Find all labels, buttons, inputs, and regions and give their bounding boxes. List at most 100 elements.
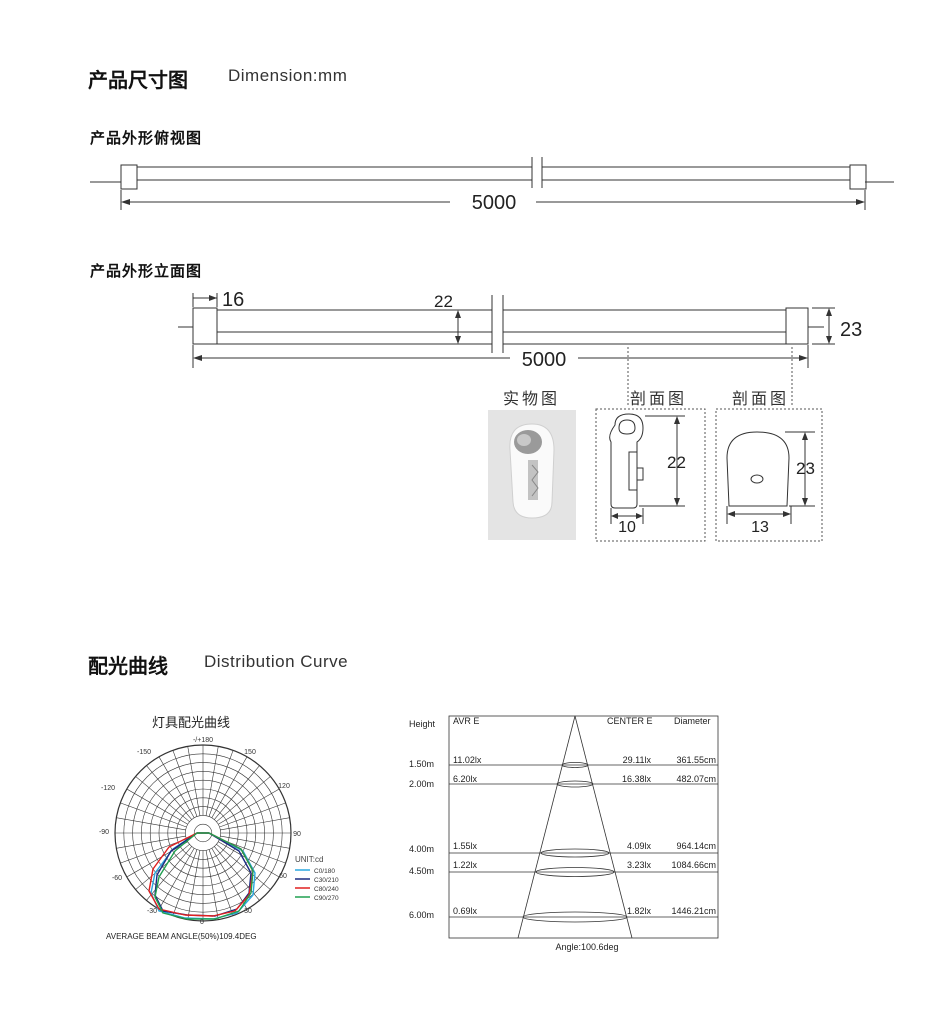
polar-grid-spoke: [126, 841, 188, 878]
polar-grid-spoke: [205, 746, 219, 816]
cone-row-center: 1.82lx: [627, 906, 652, 916]
cone-row-height: 2.00m: [409, 779, 434, 789]
polar-legend-label: C0/180: [314, 868, 335, 875]
polar-angle-180: -/+180: [193, 737, 213, 744]
polar-unit-label: UNIT:cd: [295, 855, 323, 864]
polar-grid-spoke: [220, 835, 290, 849]
cone-table-frame: [448, 715, 719, 939]
section-a-title: 剖面图: [630, 389, 688, 408]
top-length-label: 5000: [472, 192, 517, 214]
polar-grid-spoke: [135, 776, 190, 822]
polar-legend-label: C90/270: [314, 895, 339, 902]
polar-grid-spoke: [135, 844, 190, 890]
polar-angle-30: 30: [244, 908, 252, 915]
polar-grid-spoke: [219, 802, 286, 828]
front-end-label: 16: [222, 289, 244, 311]
polar-angle-0: 0: [200, 919, 204, 926]
polar-grid-spoke: [214, 846, 260, 901]
dimension-title-en: Dimension:mm: [228, 66, 348, 85]
polar-grid-spoke: [211, 756, 248, 818]
distribution-title-en: Distribution Curve: [204, 652, 349, 671]
polar-angle-120: 120: [278, 783, 290, 790]
front-tube-height-label: 22: [434, 292, 453, 311]
polar-curves: [148, 832, 256, 920]
polar-grid-spoke: [172, 750, 198, 817]
polar-grid-spoke: [126, 788, 188, 825]
polar-angle-90: 90: [293, 831, 301, 838]
polar-grid-spoke: [208, 750, 234, 817]
polar-title: 灯具配光曲线: [152, 716, 231, 731]
section-b-outline: [726, 431, 790, 507]
profile-photo-image: [509, 423, 555, 519]
polar-grid-spoke: [146, 846, 192, 901]
cone-row-diameter: 361.55cm: [676, 755, 716, 765]
front-cap-left: [192, 307, 218, 345]
front-view-title: 产品外形立面图: [90, 262, 203, 280]
cone-row-diameter: 964.14cm: [676, 841, 716, 851]
polar-angle-m150: -150: [137, 749, 151, 756]
polar-beam-angle-text: AVERAGE BEAM ANGLE(50%)109.4DEG: [106, 932, 257, 941]
section-a-drawing: 22 10: [595, 408, 706, 542]
polar-grid-spoke: [120, 802, 187, 828]
polar-angle-m120: -120: [101, 785, 115, 792]
polar-grid-spoke: [116, 817, 186, 831]
section-b-drawing: 23 13: [715, 408, 823, 542]
polar-grid-spoke: [214, 765, 260, 820]
polar-grid-spoke: [205, 850, 219, 920]
cone-row-avr: 1.55lx: [453, 841, 478, 851]
section-a-outline: [609, 413, 644, 509]
section-b-height-label: 23: [796, 459, 815, 478]
polar-grid-spoke: [116, 835, 186, 849]
polar-grid-spoke: [220, 817, 290, 831]
polar-grid-spoke: [208, 849, 234, 916]
top-view-title: 产品外形俯视图: [90, 129, 203, 147]
cone-row-diameter: 1446.21cm: [671, 906, 716, 916]
front-cap-height-label: 23: [840, 319, 862, 341]
polar-grid-spoke: [216, 776, 271, 822]
cone-header-diameter: Diameter: [674, 716, 711, 726]
photo-title: 实物图: [503, 389, 561, 408]
polar-grid-spoke: [187, 746, 201, 816]
cone-header-height: Height: [409, 719, 436, 729]
polar-legend-label: C30/210: [314, 877, 339, 884]
polar-grid-spoke: [158, 848, 195, 910]
cone-row-avr: 0.69lx: [453, 906, 478, 916]
polar-grid-spoke: [218, 841, 280, 878]
section-b-width-label: 13: [751, 519, 769, 536]
cone-row-center: 29.11lx: [623, 755, 652, 765]
section-a-height-label: 22: [667, 453, 686, 472]
polar-angle-150: 150: [244, 749, 256, 756]
cone-row-avr: 1.22lx: [453, 860, 478, 870]
cone-header-center: CENTER E: [607, 716, 653, 726]
cone-row-height: 4.50m: [409, 866, 434, 876]
cone-row-diameter: 482.07cm: [676, 774, 716, 784]
polar-angle-m90: -90: [99, 829, 109, 836]
cone-row-center: 16.38lx: [622, 774, 652, 784]
cone-angle-text: Angle:100.6deg: [555, 942, 618, 952]
top-view-drawing: 5000: [90, 157, 894, 214]
front-length-label: 5000: [522, 349, 567, 371]
polar-angle-m30: -30: [147, 908, 157, 915]
front-cap-right: [785, 307, 809, 345]
polar-grid-spoke: [172, 849, 198, 916]
product-photo: [488, 410, 576, 540]
polar-grid-spoke: [216, 844, 271, 890]
polar-grid-spoke: [158, 756, 195, 818]
cone-diagram: Height AVR E CENTER E Diameter 1.50m 11.…: [409, 715, 719, 952]
cone-row-center: 4.09lx: [627, 841, 652, 851]
cone-row-center: 3.23lx: [627, 860, 652, 870]
polar-grid-spoke: [187, 850, 201, 920]
leader-lines: [627, 347, 793, 407]
polar-grid-spoke: [218, 788, 280, 825]
polar-grid: [114, 744, 292, 922]
section-b-title: 剖面图: [732, 389, 790, 408]
polar-grid-ring: [193, 823, 213, 843]
polar-grid-spoke: [146, 765, 192, 820]
front-view-drawing: 16 22 23 5000: [178, 289, 862, 371]
cone-row-avr: 6.20lx: [453, 774, 478, 784]
polar-chart: -/+180 -150 150 -120 120 -90 90 -60 60 -…: [99, 737, 339, 941]
cone-row-height: 6.00m: [409, 910, 434, 920]
distribution-title-cn: 配光曲线: [88, 654, 168, 678]
top-cap-right: [849, 164, 867, 190]
